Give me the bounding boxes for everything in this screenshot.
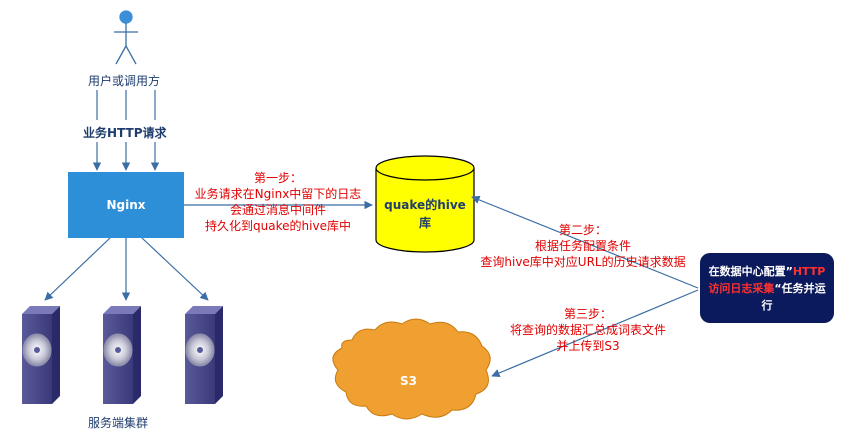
nginx-node: Nginx [68,172,184,238]
edge-task-to-s3 [491,289,699,377]
task-label-part1: 在数据中心配置” [708,264,793,278]
step3-line2: 并上传到S3 [556,339,620,353]
server-icon [22,306,60,404]
hive-label: quake的hive 库 [376,196,474,232]
task-label-part3: “任务并运行 [761,281,826,312]
task-label: 在数据中心配置”HTTP访问日志采集“任务并运行 [706,263,828,314]
server-icon [103,306,141,404]
request-edges [92,90,160,171]
step1-annotation: 第一步： 业务请求在Nginx中留下的日志 会通过消息中间件 持久化到quake… [188,170,368,234]
step3-annotation: 第三步： 将查询的数据汇总成词表文件 并上传到S3 [498,306,678,354]
step1-line1: 业务请求在Nginx中留下的日志 [194,187,362,201]
step2-annotation: 第二步： 根据任务配置条件 查询hive库中对应URL的历史请求数据 [478,222,688,270]
request-label: 业务HTTP请求 [83,126,167,140]
task-node: 在数据中心配置”HTTP访问日志采集“任务并运行 [700,253,834,323]
step3-line1: 将查询的数据汇总成词表文件 [509,323,666,337]
server-icon [185,306,223,404]
user-actor-icon [114,10,138,65]
task-label-highlight: HTTP访问日志采集 [708,264,826,295]
hive-database-icon [375,155,475,253]
edge-task-to-hive [471,195,699,289]
s3-cloud-icon [332,318,491,420]
servers-label: 服务端集群 [88,416,149,430]
s3-label: S3 [400,374,417,388]
nginx-label: Nginx [106,198,146,212]
step2-title: 第二步： [558,223,607,237]
step2-line2: 查询hive库中对应URL的历史请求数据 [480,255,686,269]
step1-line3: 持久化到quake的hive库中 [205,219,351,233]
hive-label-line2: 库 [418,216,431,230]
step1-title: 第一步： [253,171,302,185]
actor-label: 用户或调用方 [88,74,161,88]
step1-line2: 会通过消息中间件 [229,203,326,217]
edges-nginx-to-servers [44,237,209,301]
step3-title: 第三步： [563,307,612,321]
step2-line1: 根据任务配置条件 [534,239,631,253]
hive-label-line1: quake的hive [384,198,466,212]
